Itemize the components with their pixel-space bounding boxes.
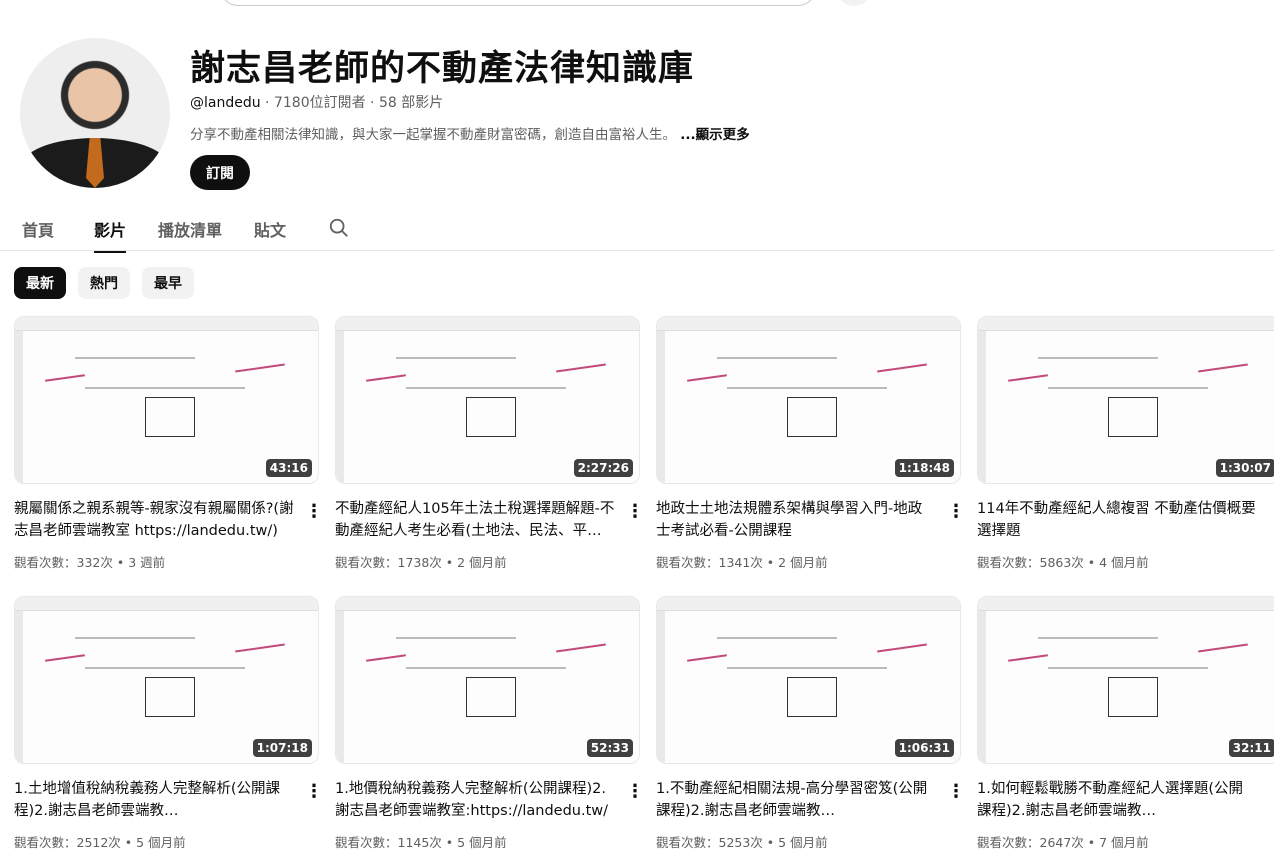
video-card[interactable]: 1:30:07 114年不動產經紀人總複習 不動產估價概要選擇題 觀看次數：58… bbox=[977, 316, 1274, 571]
view-count: 觀看次數：332次 bbox=[14, 555, 113, 570]
video-card[interactable]: 43:16 親屬關係之親系親等-親家沒有親屬關係?(謝志昌老師雲端教室 http… bbox=[14, 316, 323, 571]
tab-posts[interactable]: 貼文 bbox=[254, 221, 287, 240]
chip-latest[interactable]: 最新 bbox=[14, 267, 66, 299]
video-meta: 觀看次數：332次 • 3 週前 bbox=[14, 555, 166, 570]
video-title[interactable]: 不動產經紀人105年土法土稅選擇題解題-不動產經紀人考生必看(土地法、民法、平均… bbox=[335, 501, 615, 539]
video-card[interactable]: 1:06:31 1.不動產經紀相關法規-高分學習密笈(公開課程)2.謝志昌老師雲… bbox=[656, 596, 965, 851]
view-count: 觀看次數：5253次 bbox=[656, 835, 763, 850]
channel-meta: @landedu · 7180位訂閱者 · 58 部影片 bbox=[190, 95, 444, 111]
video-title[interactable]: 1.土地增值稅納稅義務人完整解析(公開課程)2.謝志昌老師雲端教室:https:… bbox=[14, 781, 280, 819]
more-actions-icon[interactable]: ⋮ bbox=[305, 781, 323, 802]
video-duration: 1:07:18 bbox=[252, 739, 312, 757]
video-thumbnail[interactable]: 1:06:31 bbox=[656, 596, 961, 764]
more-actions-icon[interactable]: ⋮ bbox=[947, 501, 965, 522]
tab-videos[interactable]: 影片 bbox=[94, 217, 127, 253]
tab-playlists[interactable]: 播放清單 bbox=[158, 221, 223, 240]
search-icon[interactable] bbox=[328, 217, 350, 239]
more-actions-icon[interactable]: ⋮ bbox=[1268, 780, 1274, 804]
channel-description[interactable]: 分享不動產相關法律知識，與大家一起掌握不動產財富密碼，創造自由富裕人生。 ...… bbox=[190, 123, 750, 143]
video-thumbnail[interactable]: 1:07:18 bbox=[14, 596, 319, 764]
voice-search-button[interactable] bbox=[836, 0, 872, 6]
video-title[interactable]: 地政士土地法規體系架構與學習入門-地政士考試必看-公開課程 bbox=[656, 501, 923, 539]
channel-handle: @landedu bbox=[190, 95, 261, 111]
video-meta: 觀看次數：2512次 • 5 個月前 bbox=[14, 835, 186, 850]
video-thumbnail[interactable]: 1:30:07 bbox=[977, 316, 1274, 484]
upload-age: 2 個月前 bbox=[457, 555, 507, 570]
video-thumbnail[interactable]: 2:27:26 bbox=[335, 316, 640, 484]
show-more-link[interactable]: ...顯示更多 bbox=[680, 127, 750, 143]
video-duration: 43:16 bbox=[265, 459, 312, 477]
search-input[interactable] bbox=[220, 0, 816, 6]
view-count: 觀看次數：1341次 bbox=[656, 555, 763, 570]
view-count: 觀看次數：5863次 bbox=[977, 555, 1084, 570]
more-actions-icon[interactable]: ⋮ bbox=[947, 781, 965, 802]
view-count: 觀看次數：2647次 bbox=[977, 835, 1084, 850]
upload-age: 5 個月前 bbox=[136, 835, 186, 850]
video-meta: 觀看次數：5863次 • 4 個月前 bbox=[977, 555, 1149, 570]
channel-name: 謝志昌老師的不動產法律知識庫 bbox=[190, 49, 695, 89]
video-duration: 2:27:26 bbox=[573, 459, 633, 477]
chip-oldest[interactable]: 最早 bbox=[142, 267, 194, 299]
video-title[interactable]: 1.不動產經紀相關法規-高分學習密笈(公開課程)2.謝志昌老師雲端教室:http… bbox=[656, 781, 928, 819]
more-actions-icon[interactable]: ⋮ bbox=[626, 501, 644, 522]
upload-age: 2 個月前 bbox=[778, 555, 828, 570]
video-thumbnail[interactable]: 1:18:48 bbox=[656, 316, 961, 484]
upload-age: 7 個月前 bbox=[1099, 835, 1149, 850]
video-duration: 32:11 bbox=[1228, 739, 1274, 757]
video-meta: 觀看次數：1341次 • 2 個月前 bbox=[656, 555, 828, 570]
description-text: 分享不動產相關法律知識，與大家一起掌握不動產財富密碼，創造自由富裕人生。 bbox=[190, 127, 676, 143]
video-meta: 觀看次數：5253次 • 5 個月前 bbox=[656, 835, 828, 850]
subscriber-count: 7180位訂閱者 bbox=[273, 95, 366, 111]
video-count: 58 部影片 bbox=[378, 95, 444, 111]
video-meta: 觀看次數：1145次 • 5 個月前 bbox=[335, 835, 507, 850]
video-meta: 觀看次數：2647次 • 7 個月前 bbox=[977, 835, 1149, 850]
video-card[interactable]: 1:07:18 1.土地增值稅納稅義務人完整解析(公開課程)2.謝志昌老師雲端教… bbox=[14, 596, 323, 851]
upload-age: 4 個月前 bbox=[1099, 555, 1149, 570]
video-title[interactable]: 1.地價稅納稅義務人完整解析(公開課程)2.謝志昌老師雲端教室:https://… bbox=[335, 781, 609, 819]
upload-age: 3 週前 bbox=[128, 555, 166, 570]
upload-age: 5 個月前 bbox=[778, 835, 828, 850]
video-duration: 1:30:07 bbox=[1215, 459, 1274, 477]
video-thumbnail[interactable]: 32:11 bbox=[977, 596, 1274, 764]
more-actions-icon[interactable]: ⋮ bbox=[626, 781, 644, 802]
video-duration: 1:06:31 bbox=[894, 739, 954, 757]
view-count: 觀看次數：1145次 bbox=[335, 835, 442, 850]
video-title[interactable]: 親屬關係之親系親等-親家沒有親屬關係?(謝志昌老師雲端教室 https://la… bbox=[14, 501, 294, 539]
video-card[interactable]: 1:18:48 地政士土地法規體系架構與學習入門-地政士考試必看-公開課程 觀看… bbox=[656, 316, 965, 571]
video-card[interactable]: 2:27:26 不動產經紀人105年土法土稅選擇題解題-不動產經紀人考生必看(土… bbox=[335, 316, 644, 571]
tab-home[interactable]: 首頁 bbox=[22, 221, 55, 240]
upload-age: 5 個月前 bbox=[457, 835, 507, 850]
more-actions-icon[interactable]: ⋮ bbox=[305, 501, 323, 522]
video-meta: 觀看次數：1738次 • 2 個月前 bbox=[335, 555, 507, 570]
video-title[interactable]: 114年不動產經紀人總複習 不動產估價概要選擇題 bbox=[977, 501, 1256, 539]
channel-avatar bbox=[20, 38, 170, 188]
view-count: 觀看次數：2512次 bbox=[14, 835, 121, 850]
more-actions-icon[interactable]: ⋮ bbox=[1268, 500, 1274, 524]
video-duration: 1:18:48 bbox=[894, 459, 954, 477]
chip-popular[interactable]: 熱門 bbox=[78, 267, 130, 299]
channel-tabs: 首頁 影片 播放清單 貼文 bbox=[0, 205, 1274, 253]
video-thumbnail[interactable]: 52:33 bbox=[335, 596, 640, 764]
video-card[interactable]: 32:11 1.如何輕鬆戰勝不動產經紀人選擇題(公開課程)2.謝志昌老師雲端教室… bbox=[977, 596, 1274, 851]
video-card[interactable]: 52:33 1.地價稅納稅義務人完整解析(公開課程)2.謝志昌老師雲端教室:ht… bbox=[335, 596, 644, 851]
video-title[interactable]: 1.如何輕鬆戰勝不動產經紀人選擇題(公開課程)2.謝志昌老師雲端教室:https… bbox=[977, 781, 1243, 819]
view-count: 觀看次數：1738次 bbox=[335, 555, 442, 570]
video-duration: 52:33 bbox=[586, 739, 633, 757]
subscribe-button[interactable]: 訂閱 bbox=[190, 155, 250, 190]
video-thumbnail[interactable]: 43:16 bbox=[14, 316, 319, 484]
